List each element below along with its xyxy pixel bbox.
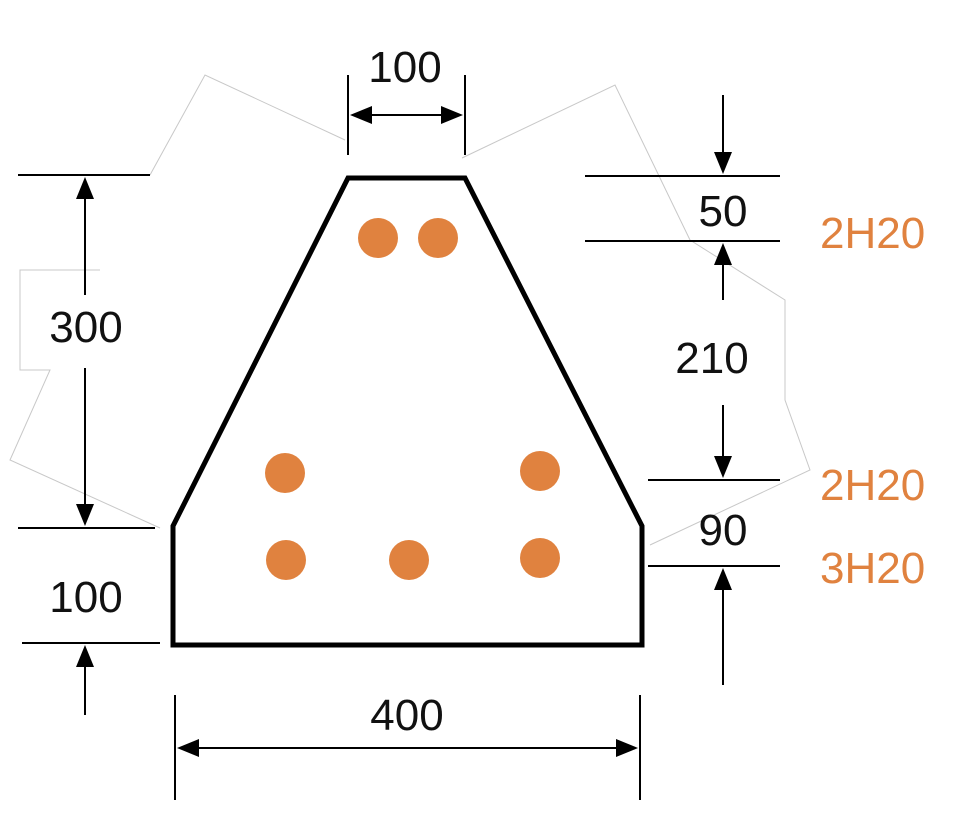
section-outline <box>170 175 645 648</box>
rebar-top-right <box>418 218 458 258</box>
rebar-bottom-center <box>389 540 429 580</box>
construction-lines <box>9 74 811 546</box>
dim-bottom-width: 400 <box>174 691 641 800</box>
dim-top-width-label: 100 <box>368 43 441 92</box>
dim-left-heights: 300 100 <box>18 174 160 715</box>
rebar-group <box>265 218 560 580</box>
rebar-bottom-right <box>520 538 560 578</box>
rebar-top-left <box>358 218 398 258</box>
dim-taper-height-label: 300 <box>49 303 122 352</box>
dim-top-width: 100 <box>347 43 466 155</box>
dim-right-spacing: 50 210 90 <box>585 95 780 685</box>
rebar-bottom-left <box>266 540 306 580</box>
dim-spacing-bottom-label: 90 <box>699 506 748 555</box>
rebar-label-top: 2H20 <box>820 209 925 258</box>
rebar-middle-left <box>265 453 305 493</box>
dim-spacing-middle-label: 210 <box>675 334 748 383</box>
rebar-label-bottom: 3H20 <box>820 544 925 593</box>
dim-cover-top-label: 50 <box>699 187 748 236</box>
rebar-label-middle: 2H20 <box>820 461 925 510</box>
rebar-labels: 2H20 2H20 3H20 <box>820 209 925 593</box>
dim-base-height-label: 100 <box>49 573 122 622</box>
dim-bottom-width-label: 400 <box>370 691 443 740</box>
rebar-middle-right <box>520 451 560 491</box>
